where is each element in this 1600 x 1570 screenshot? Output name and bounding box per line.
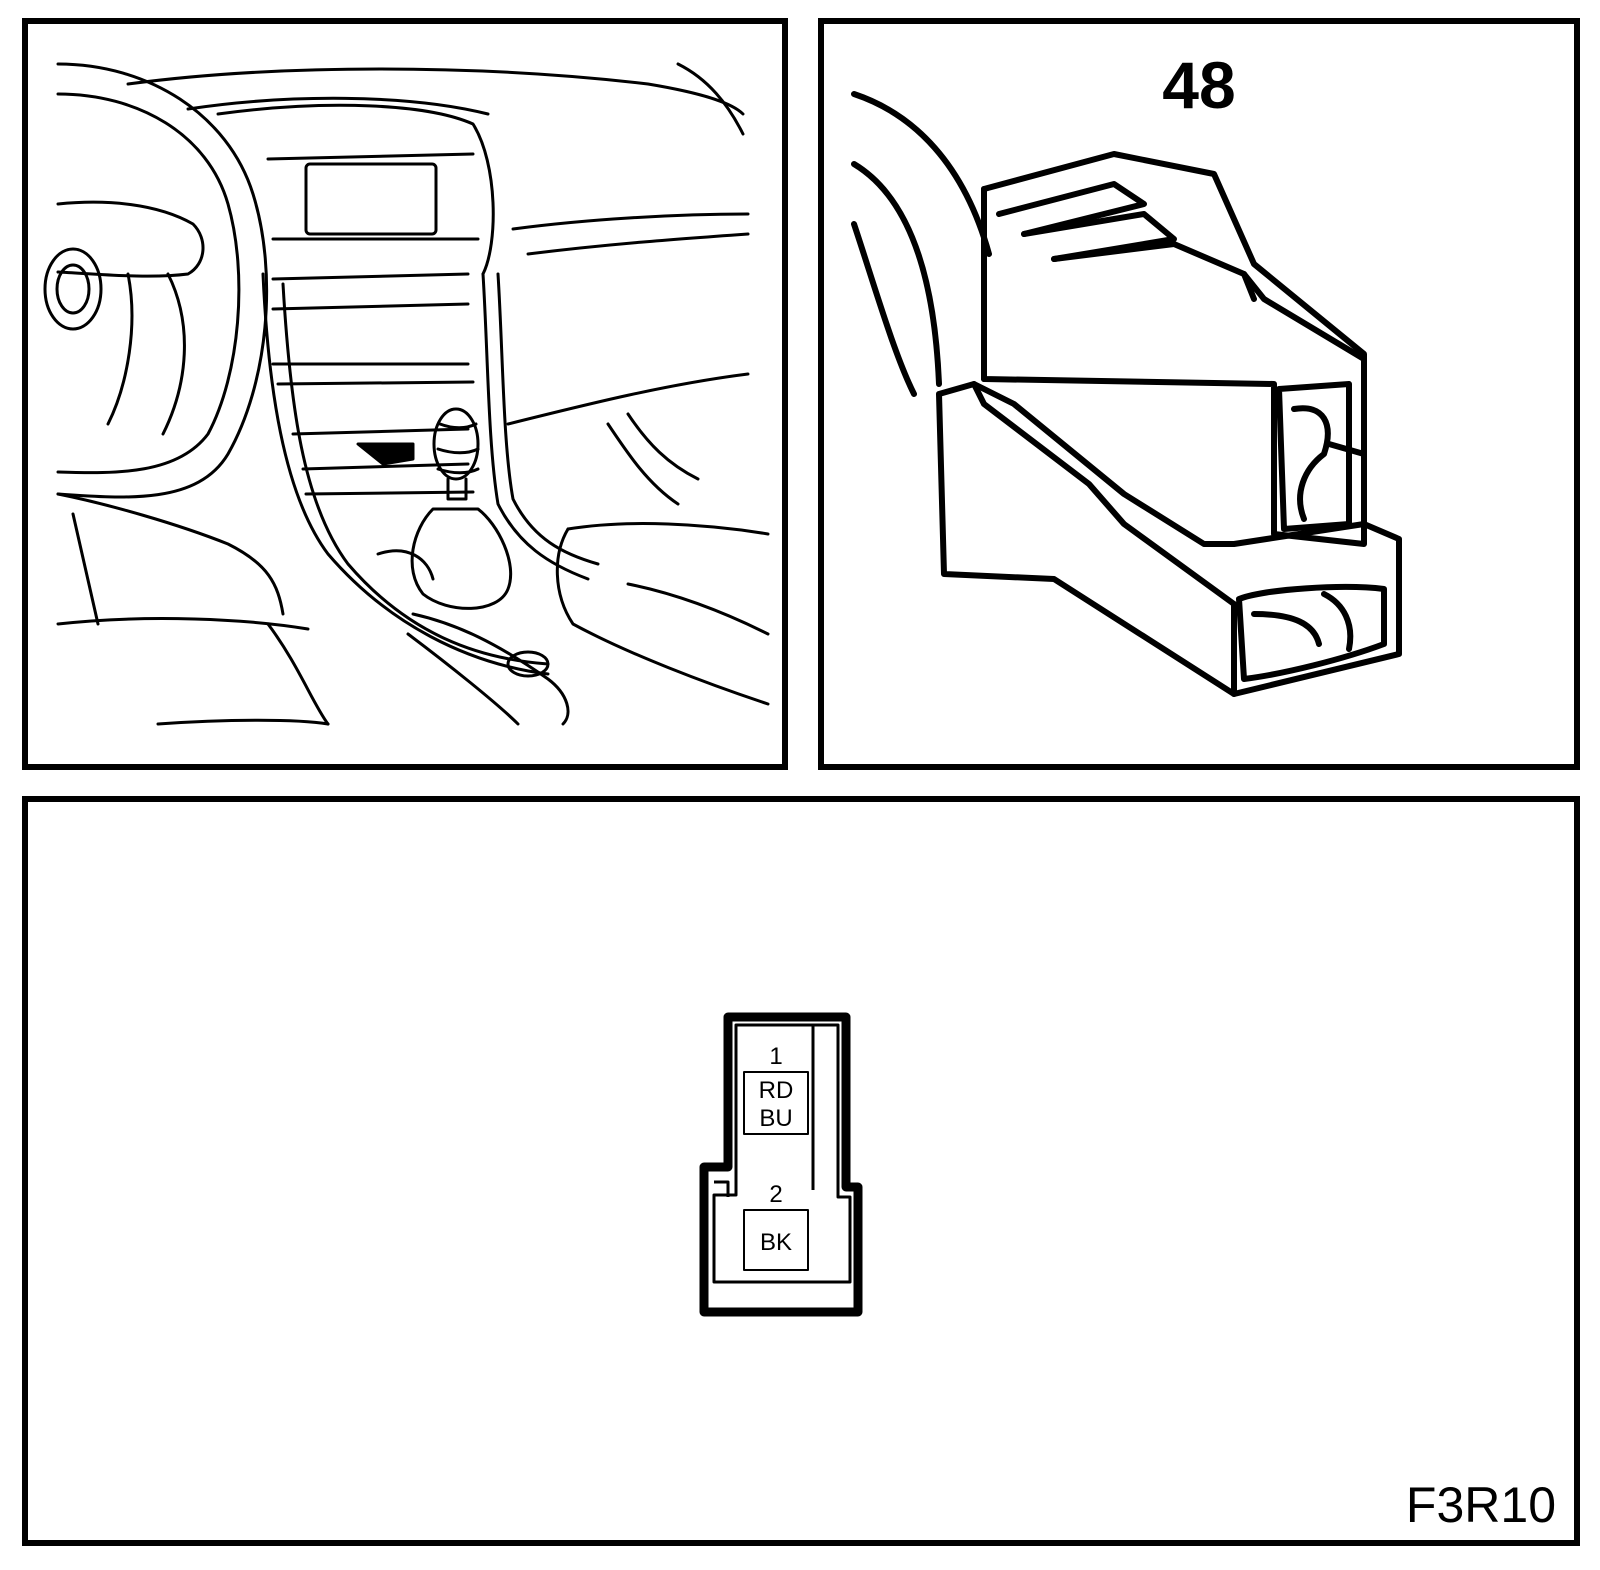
- wire: [851, 91, 992, 257]
- pin-1-color-bottom: BU: [759, 1105, 792, 1132]
- pin-2-number: 2: [769, 1181, 782, 1208]
- pin-1-color-top: RD: [759, 1077, 794, 1104]
- center-stack: [216, 103, 495, 276]
- pin-1-number: 1: [769, 1043, 782, 1070]
- gear-knob: [432, 407, 480, 481]
- connector-view-panel: 48: [818, 18, 1580, 770]
- connector-number: 48: [1162, 48, 1236, 122]
- connector-face-outline: [699, 1012, 863, 1317]
- pin-1-box: [743, 1071, 809, 1135]
- pin-2-color: BK: [760, 1229, 792, 1256]
- connector-housing-upper: [981, 151, 1367, 547]
- interior-location-panel: [22, 18, 788, 770]
- wire: [851, 221, 917, 397]
- connector-illustration: [851, 91, 1402, 697]
- connector-housing-lower: [936, 381, 1402, 697]
- pin-2-box: [743, 1209, 809, 1271]
- figure-code: F3R10: [1405, 1477, 1556, 1533]
- gear-boot: [410, 507, 513, 610]
- pinout-panel: 1 RD BU 2 BK F3R10: [22, 796, 1580, 1546]
- wire: [851, 161, 942, 387]
- display-screen: [304, 162, 438, 236]
- car-interior-illustration: [43, 62, 770, 726]
- pinout-diagram: 1 RD BU 2 BK: [699, 1012, 863, 1317]
